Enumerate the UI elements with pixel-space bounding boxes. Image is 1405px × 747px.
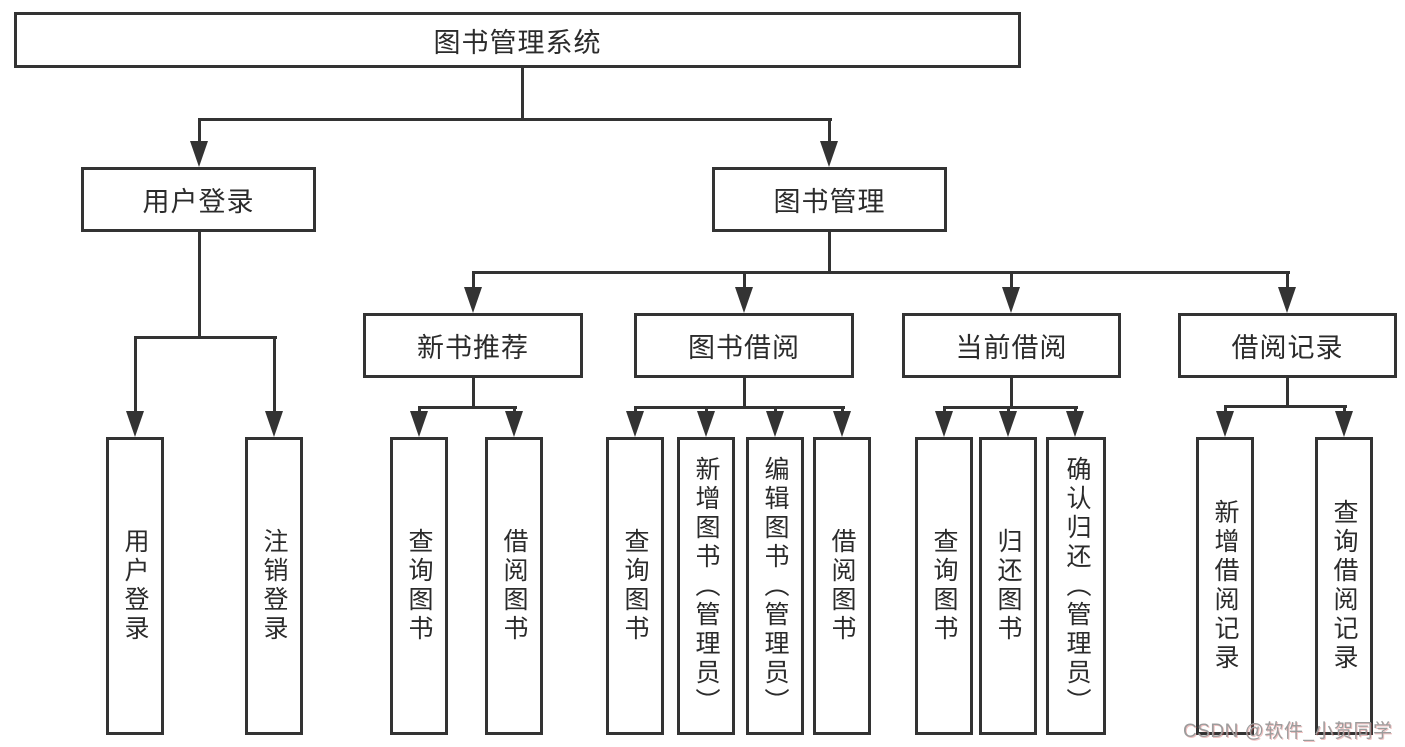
leaf-newbook-query-books: 查询图书 — [390, 437, 448, 735]
connector-book-management-split — [472, 271, 1290, 274]
arrow-down-icon — [126, 411, 144, 437]
arrow-down-icon — [464, 287, 482, 313]
connector-to-user-login — [198, 118, 201, 146]
arrow-down-icon — [410, 411, 428, 437]
arrow-down-icon — [1002, 287, 1020, 313]
arrow-down-icon — [833, 411, 851, 437]
leaf-records-query-record: 查询借阅记录 — [1315, 437, 1373, 735]
connector-book-borrowing-stem — [743, 378, 746, 408]
connector-current-borrowing-stem — [1010, 378, 1013, 408]
arrow-down-icon — [1335, 411, 1353, 437]
connector-to-leaf — [1343, 405, 1346, 416]
leaf-current-confirm-return-admin: 确认归还（管理员） — [1046, 437, 1106, 735]
connector-to-book-borrowing — [743, 271, 746, 291]
arrow-down-icon — [190, 141, 208, 167]
connector-to-borrowing-records — [1286, 271, 1289, 291]
connector-to-leaf — [273, 336, 276, 416]
leaf-records-add-record: 新增借阅记录 — [1196, 437, 1254, 735]
arrow-down-icon — [697, 411, 715, 437]
connector-root-stem — [521, 68, 524, 118]
connector-borrowing-records-stem — [1286, 378, 1289, 408]
csdn-watermark: CSDN @软件_小贺同学 — [1183, 721, 1393, 742]
node-borrowing-records: 借阅记录 — [1178, 313, 1397, 378]
leaf-user-login: 用户登录 — [106, 437, 164, 735]
node-user-login: 用户登录 — [81, 167, 316, 232]
node-library-system: 图书管理系统 — [14, 12, 1021, 68]
arrow-down-icon — [265, 411, 283, 437]
connector-current-borrowing-split — [943, 406, 1078, 409]
connector-to-leaf — [134, 336, 137, 416]
node-book-borrowing: 图书借阅 — [634, 313, 854, 378]
connector-to-leaf — [1224, 405, 1227, 416]
arrow-down-icon — [999, 411, 1017, 437]
connector-to-current-borrowing — [1010, 271, 1013, 291]
connector-book-borrowing-split — [634, 406, 845, 409]
connector-to-new-book — [472, 271, 475, 291]
connector-user-login-stem — [198, 232, 201, 338]
leaf-borrowing-add-books-admin: 新增图书（管理员） — [677, 437, 735, 735]
connector-new-book-split — [418, 406, 517, 409]
arrow-down-icon — [935, 411, 953, 437]
arrow-down-icon — [626, 411, 644, 437]
leaf-borrowing-query-books: 查询图书 — [606, 437, 664, 735]
leaf-borrowing-edit-books-admin: 编辑图书（管理员） — [746, 437, 804, 735]
connector-borrowing-records-split — [1224, 405, 1347, 408]
connector-user-login-split — [134, 336, 277, 339]
leaf-current-query-books: 查询图书 — [915, 437, 973, 735]
connector-new-book-stem — [472, 378, 475, 408]
node-book-management: 图书管理 — [712, 167, 947, 232]
node-current-borrowing: 当前借阅 — [902, 313, 1121, 378]
arrow-down-icon — [766, 411, 784, 437]
connector-to-book-management — [828, 118, 831, 146]
leaf-current-return-books: 归还图书 — [979, 437, 1037, 735]
leaf-logout: 注销登录 — [245, 437, 303, 735]
arrow-down-icon — [1278, 287, 1296, 313]
node-new-book-recommendation: 新书推荐 — [363, 313, 583, 378]
leaf-borrowing-borrow-books: 借阅图书 — [813, 437, 871, 735]
arrow-down-icon — [1066, 411, 1084, 437]
leaf-newbook-borrow-books: 借阅图书 — [485, 437, 543, 735]
arrow-down-icon — [1216, 411, 1234, 437]
connector-root-split — [199, 118, 832, 121]
arrow-down-icon — [735, 287, 753, 313]
connector-book-management-stem — [828, 232, 831, 273]
arrow-down-icon — [505, 411, 523, 437]
arrow-down-icon — [820, 141, 838, 167]
